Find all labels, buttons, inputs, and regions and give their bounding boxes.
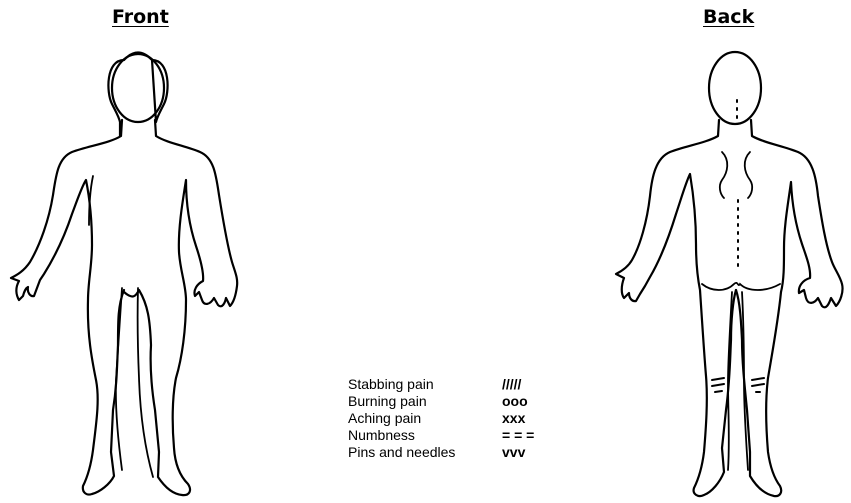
back-buttocks-line: [702, 283, 780, 290]
legend-symbol: vvv: [502, 444, 525, 461]
legend-symbol: ooo: [502, 393, 528, 410]
legend-label: Burning pain: [348, 393, 502, 410]
back-scapula-left: [720, 152, 727, 198]
legend-label: Stabbing pain: [348, 376, 502, 393]
back-body-outline: [616, 52, 843, 496]
back-body-left-side: [616, 120, 736, 496]
legend-row: Stabbing pain /////: [348, 376, 534, 393]
back-head-shape: [709, 52, 761, 124]
pain-legend: Stabbing pain ///// Burning pain ooo Ach…: [348, 376, 534, 461]
back-body-right-side: [736, 120, 843, 496]
legend-label: Aching pain: [348, 410, 502, 427]
back-scapula-right: [745, 152, 752, 198]
legend-label: Numbness: [348, 427, 502, 444]
legend-label: Pins and needles: [348, 444, 502, 461]
legend-symbol: xxx: [502, 410, 525, 427]
legend-symbol: = = =: [502, 427, 534, 444]
legend-row: Aching pain xxx: [348, 410, 534, 427]
legend-symbol: /////: [502, 376, 521, 393]
legend-row: Numbness = = =: [348, 427, 534, 444]
legend-row: Pins and needles vvv: [348, 444, 534, 461]
legend-row: Burning pain ooo: [348, 393, 534, 410]
back-knee-numbness-marks: [712, 378, 764, 392]
